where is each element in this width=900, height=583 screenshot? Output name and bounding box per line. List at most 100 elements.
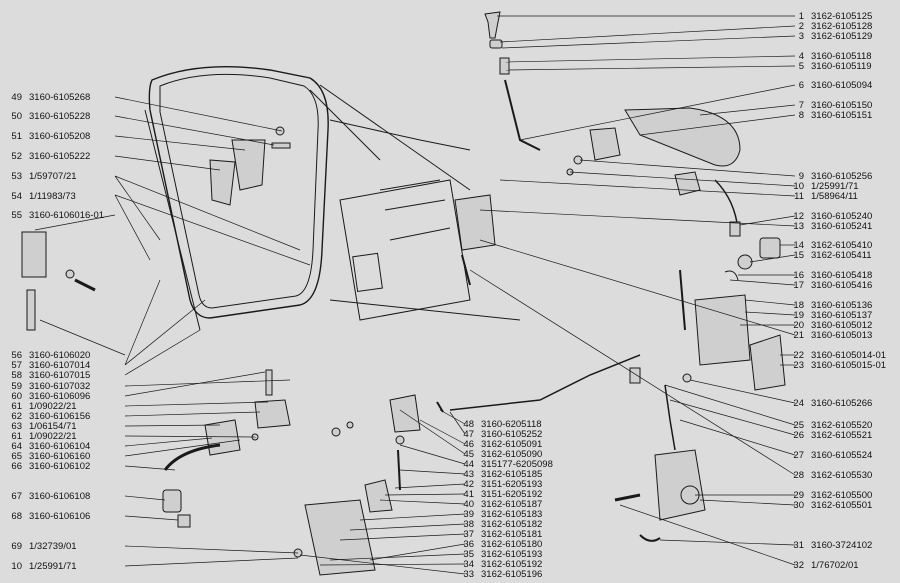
part-number: 44 (463, 459, 474, 470)
part-number: 21 (793, 330, 804, 341)
part-number: 60 (11, 391, 22, 402)
part-number: 36 (463, 539, 474, 550)
part-number: 1 (798, 11, 804, 22)
part-code: 1/59707/21 (29, 171, 77, 182)
part-code: 3162-6105500 (811, 490, 873, 501)
part-code: 3160-6106096 (29, 391, 91, 402)
part-number: 33 (463, 569, 474, 580)
part-code: 3162-6105530 (811, 470, 873, 481)
handle-screw-part (331, 427, 341, 437)
part-number: 35 (463, 549, 474, 560)
part-code: 1/25991/71 (29, 561, 77, 572)
part-code: 3160-6107014 (29, 360, 91, 371)
part-code: 3162-6105521 (811, 430, 873, 441)
door-lock-part (694, 294, 751, 366)
part-code: 3160-6106108 (29, 491, 91, 502)
clip-small-part (436, 401, 444, 413)
part-number: 12 (793, 211, 804, 222)
part-code: 3160-6105524 (811, 450, 873, 461)
parts (21, 11, 786, 576)
part-number: 46 (463, 439, 474, 450)
part-code: 3162-6105181 (481, 529, 543, 540)
part-code: 3160-6105015-01 (811, 360, 887, 371)
screw-left-part (74, 278, 96, 292)
part-number: 38 (463, 519, 474, 530)
link-rod-part (449, 354, 641, 411)
lock-cylinder-part (759, 237, 781, 259)
hinge-bracket-part (209, 159, 236, 206)
door-frame-outline (144, 65, 521, 331)
part-code: 3160-6105118 (811, 51, 872, 62)
part-number: 5 (798, 61, 804, 72)
left-label: 57 3160-6107014 (0, 360, 90, 371)
bolt-part (275, 126, 285, 136)
part-code: 3160-6105228 (29, 111, 91, 122)
part-code: 3160-6105256 (811, 171, 873, 182)
handle-lever-part (364, 479, 393, 513)
handle-bracket-part (674, 171, 701, 196)
part-code: 3162-6105187 (481, 499, 543, 510)
part-code: 3160-6106102 (29, 461, 91, 472)
part-number: 4 (798, 51, 804, 62)
part-number: 39 (463, 509, 474, 520)
right-label: 23 3160-6105015-01 (790, 360, 886, 371)
part-number: 25 (793, 420, 804, 431)
part-number: 65 (11, 451, 22, 462)
part-number: 20 (793, 320, 804, 331)
part-number: 61 (11, 401, 22, 412)
leader-to-parts (34, 15, 796, 575)
part-code: 3160-6105137 (811, 310, 873, 321)
part-code: 3162-6105128 (811, 21, 873, 32)
screw-part (682, 373, 692, 383)
part-code: 3160-6106020 (29, 350, 91, 361)
inner-lock-part (454, 194, 496, 251)
check-bolt-part (265, 369, 273, 396)
part-number: 24 (793, 398, 804, 409)
part-number: 29 (793, 490, 804, 501)
part-number: 54 (11, 191, 22, 202)
striker-part (749, 334, 786, 391)
part-number: 43 (463, 469, 474, 480)
part-code: 3162-6105183 (481, 509, 543, 520)
pin-part (271, 142, 291, 149)
part-number: 68 (11, 511, 22, 522)
part-code: 3162-6105411 (811, 250, 872, 261)
part-number: 37 (463, 529, 474, 540)
part-number: 23 (793, 360, 804, 371)
inner-rod-part (461, 254, 471, 286)
part-number: 47 (463, 429, 474, 440)
part-code: 3160-6106016-01 (29, 210, 105, 221)
lock-button-part (484, 11, 501, 39)
hinge-part (21, 231, 47, 278)
part-number: 2 (798, 21, 804, 32)
part-code: 3160-6105416 (811, 280, 873, 291)
lock-lever-part (679, 269, 686, 331)
part-code: 3160-6106106 (29, 511, 91, 522)
part-number: 57 (11, 360, 22, 371)
part-code: 3160-6105150 (811, 100, 873, 111)
grommet-part (489, 39, 503, 49)
part-number: 8 (798, 110, 804, 121)
part-number: 19 (793, 310, 804, 321)
clip-part (729, 221, 741, 237)
